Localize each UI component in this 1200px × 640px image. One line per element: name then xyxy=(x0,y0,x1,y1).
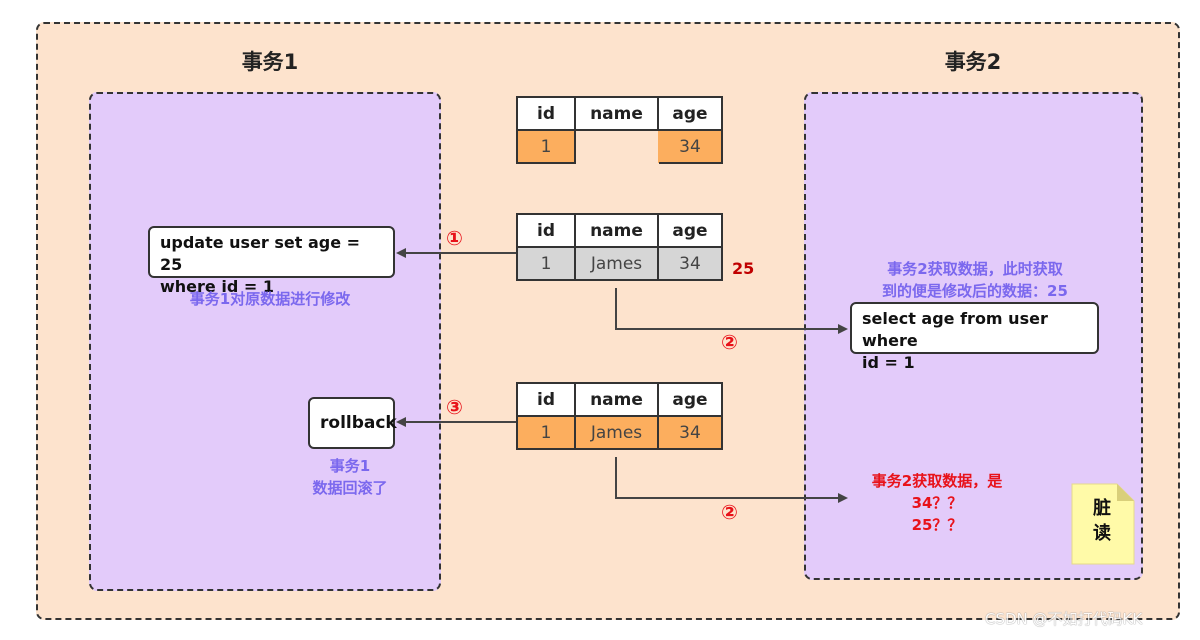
question-line3: 25？？ xyxy=(911,516,963,534)
table-modified: id name age 1 James 34 xyxy=(516,213,723,281)
select-sql-box: select age from user where id = 1 xyxy=(850,302,1099,372)
cell-age: 34 xyxy=(657,246,723,281)
cell-id: 1 xyxy=(516,129,576,164)
cell-name: James xyxy=(574,246,659,281)
dirty-read-line2: 读 xyxy=(1093,523,1111,544)
header-id: id xyxy=(516,96,576,131)
update-sql-line2: where id = 1 xyxy=(160,277,274,296)
sticky-note xyxy=(1071,483,1135,565)
table-original: id name age 1 34 xyxy=(516,96,723,164)
select-note-line1: 事务2获取数据，此时获取 xyxy=(887,260,1063,278)
select-sql-line2: id = 1 xyxy=(862,353,915,372)
step-2-marker-second: ② xyxy=(721,500,738,524)
rollback-note-line1: 事务1 xyxy=(329,457,371,475)
header-age: age xyxy=(657,96,723,131)
cell-id: 1 xyxy=(516,246,576,281)
select-note-line2: 到的便是修改后的数据：25 xyxy=(882,282,1068,300)
header-name: name xyxy=(574,213,659,248)
header-name: name xyxy=(574,96,659,131)
transaction-2-title: 事务2 xyxy=(944,50,1002,74)
dirty-read-line1: 脏 xyxy=(1093,498,1111,519)
table-rolled-back: id name age 1 James 34 xyxy=(516,382,723,450)
watermark: CSDN @不如打代码KK xyxy=(985,610,1143,628)
cell-age: 34 xyxy=(657,129,723,164)
update-sql-line1: update user set age = 25 xyxy=(160,233,361,274)
question-line2: 34？？ xyxy=(911,494,963,512)
select-note: 事务2获取数据，此时获取 到的便是修改后的数据：25 xyxy=(840,258,1110,302)
header-age: age xyxy=(657,382,723,417)
step-2-marker: ② xyxy=(721,330,738,354)
header-age: age xyxy=(657,213,723,248)
rollback-box: rollback xyxy=(308,397,397,449)
header-id: id xyxy=(516,382,576,417)
cell-name: James xyxy=(574,415,659,450)
rollback-note-line2: 数据回滚了 xyxy=(312,479,388,497)
update-note: 事务1对原数据进行修改 xyxy=(189,290,351,308)
arrow-select-first xyxy=(615,288,848,334)
dirty-read-label: 脏 读 xyxy=(1071,496,1133,546)
step-1-marker: ① xyxy=(446,226,463,250)
cell-age: 34 xyxy=(657,415,723,450)
update-sql-box: update user set age = 25 where id = 1 xyxy=(148,226,395,296)
select-sql-line1: select age from user where xyxy=(862,309,1048,350)
transaction-1-panel xyxy=(89,92,441,591)
question-line1: 事务2获取数据，是 xyxy=(871,472,1003,490)
header-name: name xyxy=(574,382,659,417)
transaction-1-title: 事务1 xyxy=(241,50,299,74)
question-note: 事务2获取数据，是 34？？ 25？？ xyxy=(852,470,1022,536)
header-id: id xyxy=(516,213,576,248)
arrow-select-second xyxy=(615,457,848,503)
rollback-note: 事务1 数据回滚了 xyxy=(290,455,410,499)
step-3-marker: ③ xyxy=(446,395,463,419)
cell-id: 1 xyxy=(516,415,576,450)
new-age-value: 25 xyxy=(732,259,755,278)
